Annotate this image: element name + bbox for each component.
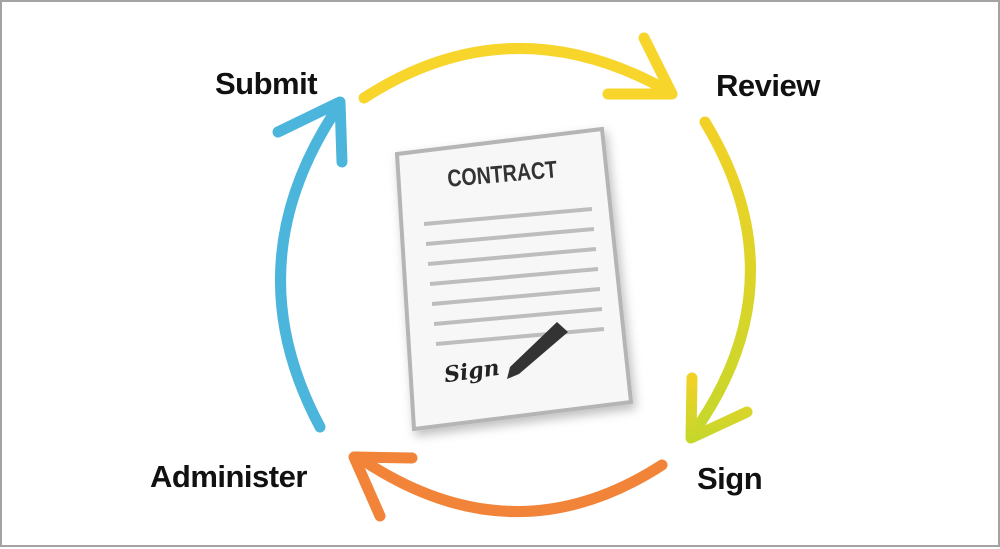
arrow-administer-to-submit [272, 96, 348, 433]
arrow-sign-to-administer [348, 451, 668, 522]
arrow-review-to-sign [685, 116, 756, 444]
step-sign: Sign [697, 461, 763, 496]
pen-icon [507, 322, 568, 379]
contract-text-lines [423, 207, 605, 346]
step-administer: Administer [150, 459, 307, 494]
step-review: Review [716, 68, 820, 103]
contract-document-icon: CONTRACT Sign [394, 126, 634, 432]
step-submit: Submit [215, 66, 318, 101]
arrow-submit-to-review [358, 32, 678, 104]
